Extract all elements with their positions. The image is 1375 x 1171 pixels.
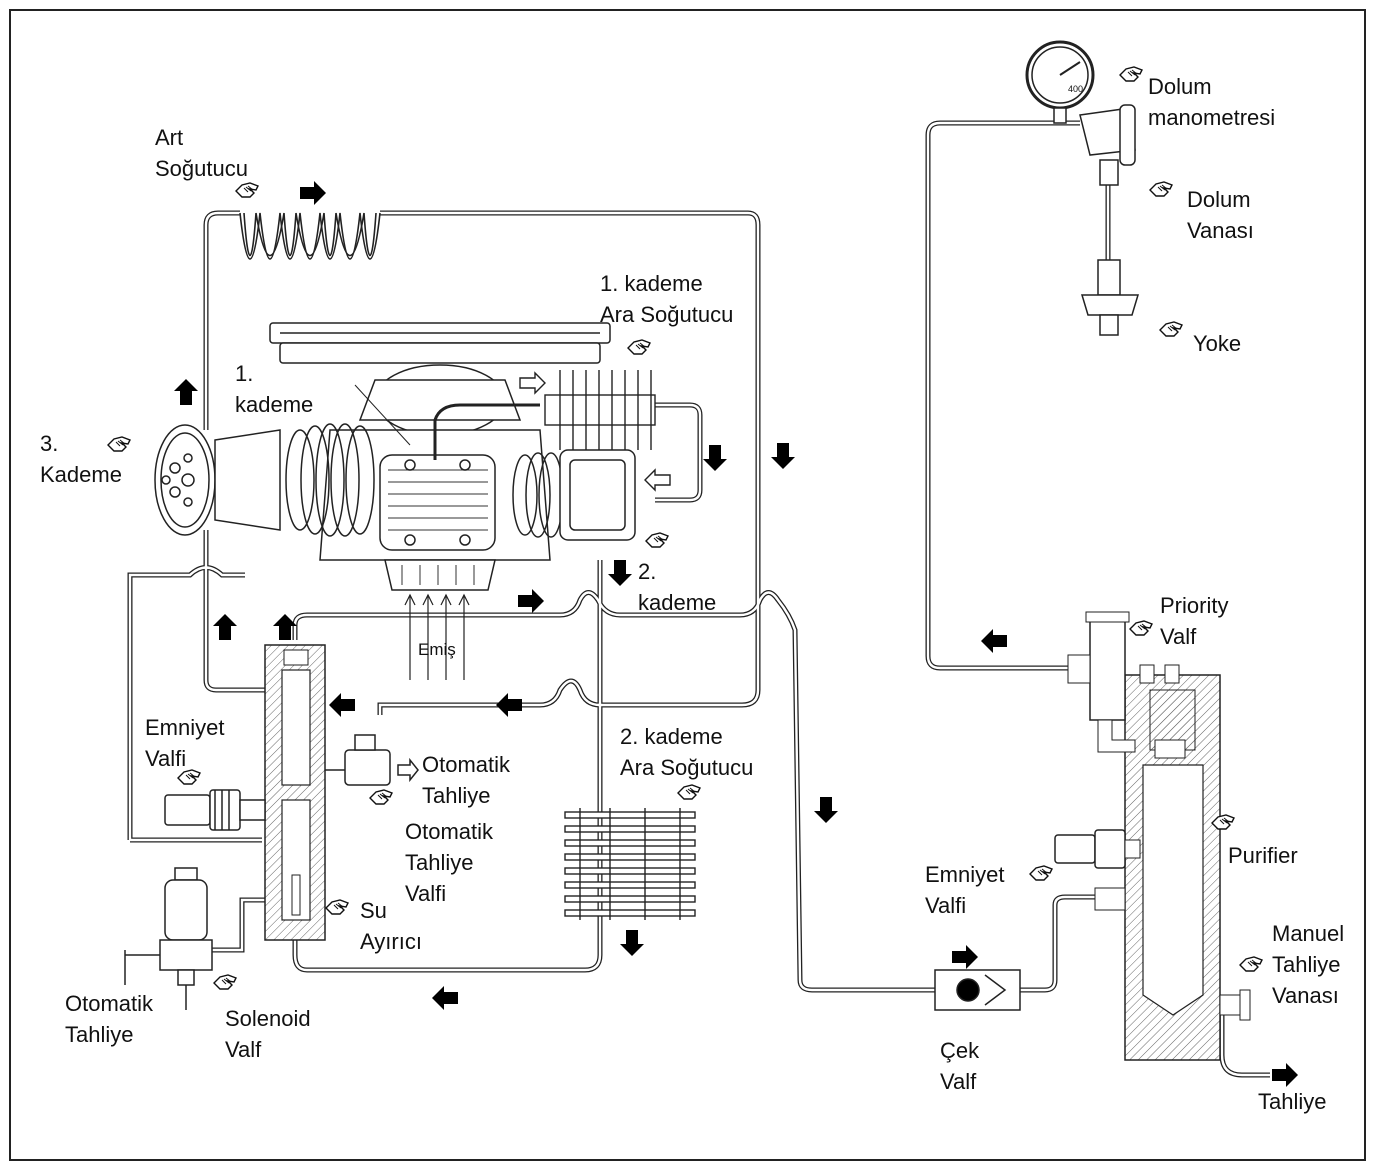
label-emis: Emiş bbox=[418, 640, 456, 659]
solenoid-valve bbox=[124, 867, 213, 1010]
intercooler-2-fins bbox=[564, 808, 696, 920]
label-purifier: Purifier bbox=[1228, 843, 1298, 868]
label-kademe2: 2.kademe bbox=[638, 559, 717, 615]
intake-arrows bbox=[404, 593, 470, 680]
intercooler-1-fins bbox=[519, 370, 671, 492]
diagram-frame bbox=[9, 9, 1366, 1161]
cek-valf bbox=[934, 969, 1021, 1011]
otomatik-tahliye-valve bbox=[325, 734, 419, 786]
label-kademe3: 3.Kademe bbox=[40, 431, 122, 487]
compressor-block bbox=[154, 322, 636, 591]
label-yoke: Yoke bbox=[1193, 331, 1242, 356]
art-sogutucu-coil bbox=[239, 212, 381, 260]
water-separator bbox=[264, 644, 326, 941]
gauge-scale-text: 400 bbox=[1068, 84, 1084, 94]
label-tahliye-right: Tahliye bbox=[1258, 1089, 1327, 1114]
purifier bbox=[1054, 611, 1251, 1061]
label-kademe1: 1.kademe bbox=[235, 361, 314, 417]
dolum-assembly bbox=[1025, 40, 1140, 336]
emniyet-valfi-left bbox=[164, 789, 266, 831]
